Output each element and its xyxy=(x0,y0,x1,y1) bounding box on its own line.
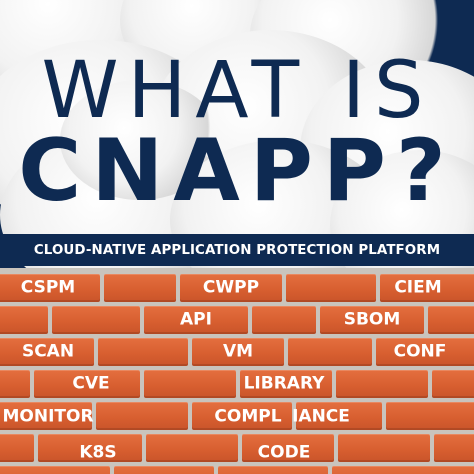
title-what-is: WHAT IS xyxy=(41,46,433,136)
label-library: LIBRARY xyxy=(243,373,325,394)
label-vm: VM xyxy=(222,341,254,362)
title-cnapp: CNAPP? xyxy=(18,121,456,221)
subtitle-banner: CLOUD-NATIVE APPLICATION PROTECTION PLAT… xyxy=(0,234,474,266)
label-code: CODE xyxy=(257,442,311,463)
label-sbom: SBOM xyxy=(343,309,401,330)
banner-text: CLOUD-NATIVE APPLICATION PROTECTION PLAT… xyxy=(33,242,441,258)
label-monitor: MONITOR xyxy=(2,406,94,427)
label-api: API xyxy=(180,309,212,330)
label-k8s: K8S xyxy=(79,442,117,463)
label-compl: COMPL xyxy=(214,406,282,427)
label-ciem: CIEM xyxy=(394,277,442,298)
label-iance: IANCE xyxy=(292,406,350,427)
label-conf: CONF xyxy=(393,341,447,362)
label-cwpp: CWPP xyxy=(202,277,260,298)
label-cve: CVE xyxy=(72,373,110,394)
brick-wall: CSPM CWPP CIEM API SBOM SCAN VM CONF CVE… xyxy=(0,268,474,474)
label-cspm: CSPM xyxy=(20,277,76,298)
label-scan: SCAN xyxy=(21,341,75,362)
